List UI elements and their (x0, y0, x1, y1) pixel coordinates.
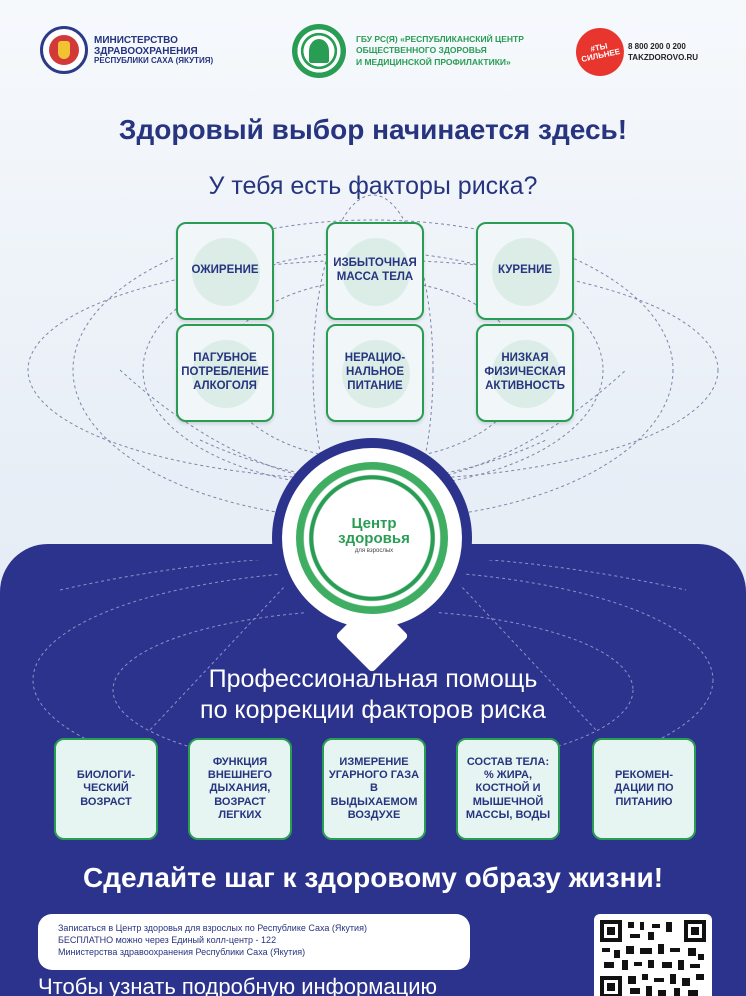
center-line3: И МЕДИЦИНСКОЙ ПРОФИЛАКТИКИ» (356, 56, 511, 67)
risk-overweight: ИЗБЫТОЧНАЯ МАССА ТЕЛА (326, 222, 424, 320)
ministry-line2: ЗДРАВООХРАНЕНИЯ (94, 45, 198, 57)
service-lung-function: ФУНКЦИЯ ВНЕШНЕГО ДЫХАНИЯ, ВОЗРАСТ ЛЕГКИХ (188, 738, 292, 840)
service-carbon-monoxide: ИЗМЕРЕНИЕ УГАРНОГО ГАЗА В ВЫДЫХАЕМОМ ВОЗ… (322, 738, 426, 840)
bottom-text: Чтобы узнать подробную информацию (38, 974, 437, 996)
center-logo: ГБУ РС(Я) «РЕСПУБЛИКАНСКИЙ ЦЕНТР ОБЩЕСТВ… (292, 24, 524, 78)
slogan: Сделайте шаг к здоровому образу жизни! (82, 862, 664, 893)
ministry-logo: МИНИСТЕРСТВО ЗДРАВООХРАНЕНИЯ РЕСПУБЛИКИ … (40, 26, 213, 74)
badge-line3: для взрослых (354, 548, 394, 554)
badge-line2: здоровья (338, 530, 410, 547)
ministry-line3: РЕСПУБЛИКИ САХА (ЯКУТИЯ) (94, 55, 214, 65)
risk-low-activity: НИЗКАЯ ФИЗИЧЕСКАЯ АКТИВНОСТЬ (476, 324, 574, 422)
center-line1: ГБУ РС(Я) «РЕСПУБЛИКАНСКИЙ ЦЕНТР (356, 34, 524, 45)
tree-emblem-icon (292, 24, 346, 78)
ornament-ring (296, 462, 448, 614)
risk-nutrition: НЕРАЦИО-НАЛЬНОЕ ПИТАНИЕ (326, 324, 424, 422)
service-body-composition: СОСТАВ ТЕЛА: % ЖИРА, КОСТНОЙ И МЫШЕЧНОЙ … (456, 738, 560, 840)
service-nutrition-advice: РЕКОМЕН-ДАЦИИ ПО ПИТАНИЮ (592, 738, 696, 840)
campaign-logo: #ТЫ СИЛЬНЕЕ 8 800 200 0 200 TAKZDOROVO.R… (571, 23, 699, 81)
badge-line1: Центр (351, 515, 397, 532)
center-line2: ОБЩЕСТВЕННОГО ЗДОРОВЬЯ (356, 45, 487, 56)
info-box: Записаться в Центр здоровья для взрослых… (38, 914, 470, 970)
risk-question: У тебя есть факторы риска? (208, 172, 538, 200)
badge-text: Центр здоровья для взрослых (326, 516, 422, 554)
ministry-line1: МИНИСТЕРСТВО (94, 34, 178, 46)
risk-obesity: ОЖИРЕНИЕ (176, 222, 274, 320)
help-title-line2: по коррекции факторов риска (200, 696, 546, 725)
campaign-badge: #ТЫ СИЛЬНЕЕ (571, 23, 629, 81)
page-title: Здоровый выбор начинается здесь! (118, 114, 628, 145)
info-line3: Министерства здравоохранения Республики … (58, 947, 306, 958)
qr-code-icon[interactable] (594, 914, 712, 996)
campaign-phone: 8 800 200 0 200 (628, 41, 686, 51)
campaign-site: TAKZDOROVO.RU (628, 53, 699, 62)
info-line1: Записаться в Центр здоровья для взрослых… (58, 923, 367, 933)
risk-alcohol: ПАГУБНОЕ ПОТРЕБЛЕНИЕ АЛКОГОЛЯ (176, 324, 274, 422)
service-biological-age: БИОЛОГИ-ЧЕСКИЙ ВОЗРАСТ (54, 738, 158, 840)
risk-smoking: КУРЕНИЕ (476, 222, 574, 320)
info-line2: БЕСПЛАТНО можно через Единый колл-центр … (58, 935, 277, 946)
sakha-emblem-icon (40, 26, 88, 74)
help-title: Профессиональная помощь по коррекции фак… (0, 664, 746, 727)
help-title-line1: Профессиональная помощь (208, 665, 538, 693)
